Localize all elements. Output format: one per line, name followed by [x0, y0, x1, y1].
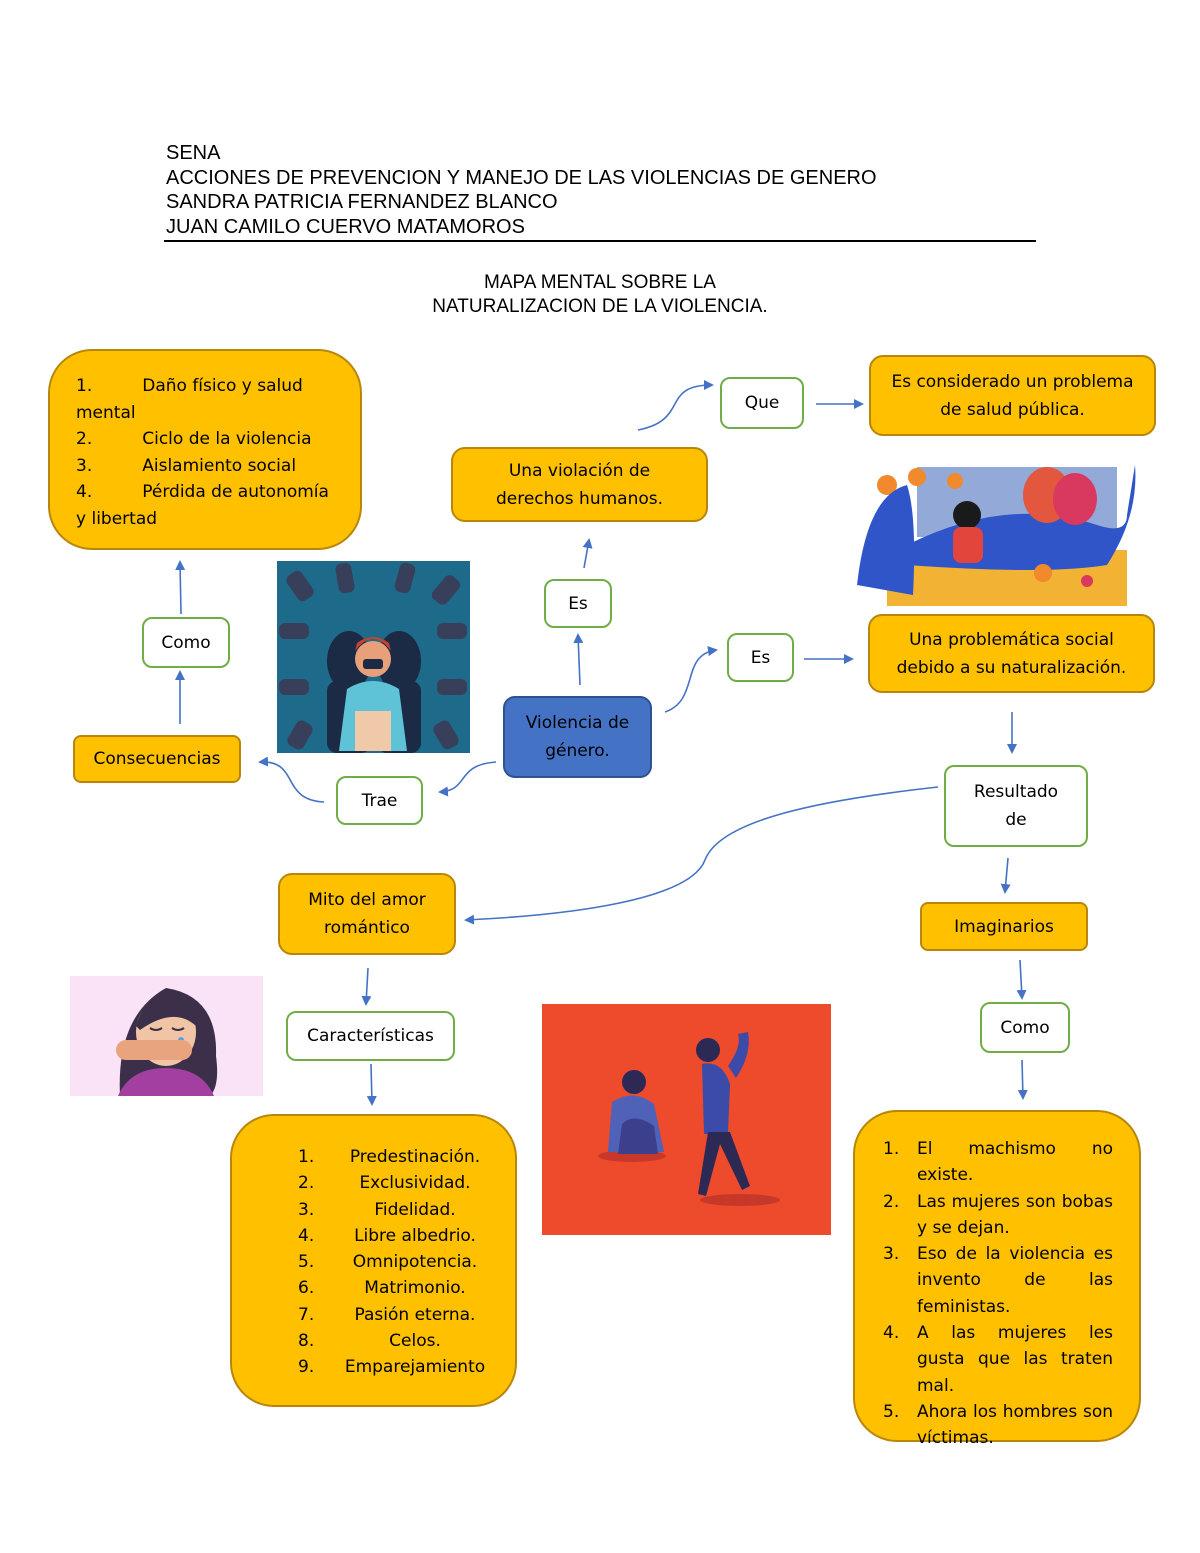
consequence-item-3: 3.Aislamiento social [76, 455, 297, 476]
characteristic-item-7: 7.Pasión eterna. [298, 1304, 476, 1325]
consequences-list-box: 1.Daño físico y salud mental 2.Ciclo de … [48, 349, 362, 550]
imaginary-item-3: 3.Eso de la violencia es invento de las … [883, 1244, 1113, 1317]
pointing-hands-illustration [277, 561, 470, 753]
es-right-node: Es [727, 633, 794, 682]
header-line-instructor: SANDRA PATRICIA FERNANDEZ BLANCO [166, 191, 558, 213]
resultado-node: Resultado de [944, 765, 1088, 847]
characteristic-item-8: 8.Celos. [298, 1331, 441, 1352]
characteristic-item-2: 2.Exclusividad. [298, 1173, 471, 1194]
header-line-course: ACCIONES DE PREVENCION Y MANEJO DE LAS V… [166, 167, 877, 189]
trae-node: Trae [336, 776, 423, 825]
arrow-resultado-to-mito [464, 786, 939, 925]
arrow-como-to-list [1017, 1059, 1028, 1100]
public-health-node: Es considerado un problema de salud públ… [869, 355, 1156, 436]
imaginary-item-5: 5.Ahora los hombres son víctimas. [883, 1401, 1113, 1449]
map-title-line1: MAPA MENTAL SOBRE LA [484, 272, 716, 293]
arrow-imaginarios-to-como [1016, 959, 1027, 1000]
consequence-item-1: 1.Daño físico y salud mental [76, 376, 303, 423]
arrow-trae-to-consecuencias [258, 756, 325, 803]
es-left-node: Es [544, 579, 612, 628]
que-node: Que [720, 377, 804, 429]
arrow-center-to-es-right [664, 646, 718, 713]
arrow-center-to-es [573, 633, 584, 686]
arrow-mito-to-caracteristicas [361, 967, 372, 1006]
arrow-to-que [637, 380, 714, 431]
consequence-item-4: 4.Pérdida de autonomía y libertad [76, 482, 329, 529]
protective-hug-illustration [847, 455, 1137, 606]
imaginary-item-2: 2.Las mujeres son bobas y se dejan. [883, 1191, 1113, 1238]
arrow-como-to-list-left [175, 560, 186, 615]
consequence-item-2: 2.Ciclo de la violencia [76, 429, 312, 449]
arrow-caracteristicas-to-list [366, 1063, 377, 1106]
header-line-student: JUAN CAMILO CUERVO MATAMOROS [166, 216, 525, 238]
como-right-node: Como [980, 1002, 1070, 1053]
characteristic-item-4: 4.Libre albedrio. [298, 1225, 476, 1246]
imaginaries-list-box: 1.El machismo no existe. 2.Las mujeres s… [853, 1110, 1141, 1448]
social-problem-node: Una problemática social debido a su natu… [868, 614, 1155, 693]
caracteristicas-node: Características [286, 1011, 455, 1061]
mito-node: Mito del amor romántico [278, 873, 456, 955]
silenced-woman-illustration [70, 976, 263, 1096]
consecuencias-node: Consecuencias [73, 735, 241, 783]
characteristic-item-9: 9.Emparejamiento [298, 1357, 486, 1378]
como-left-node: Como [142, 617, 230, 668]
aggression-scene-illustration [542, 1004, 831, 1235]
arrow-es-to-violation [582, 538, 593, 569]
arrow-center-to-trae [438, 761, 497, 797]
arrow-resultado-to-imaginarios [1000, 857, 1011, 894]
characteristic-item-5: 5.Omnipotencia. [298, 1252, 478, 1273]
characteristics-list-box: 1.Predestinación. 2.Exclusividad. 3.Fide… [230, 1114, 517, 1407]
imaginarios-node: Imaginarios [920, 902, 1088, 951]
map-title-line2: NATURALIZACION DE LA VIOLENCIA. [432, 296, 768, 317]
header-divider [164, 240, 1036, 242]
characteristic-item-3: 3.Fidelidad. [298, 1199, 456, 1220]
characteristic-item-1: 1.Predestinación. [298, 1147, 481, 1167]
violation-node: Una violación de derechos humanos. [451, 447, 708, 522]
characteristic-item-6: 6.Matrimonio. [298, 1278, 466, 1299]
imaginary-item-1: 1.El machismo no existe. [883, 1139, 1113, 1186]
header-line-sena: SENA [166, 142, 221, 164]
center-node-violencia: Violencia de género. [503, 696, 652, 778]
imaginary-item-4: 4.A las mujeres les gusta que las traten… [883, 1323, 1113, 1396]
